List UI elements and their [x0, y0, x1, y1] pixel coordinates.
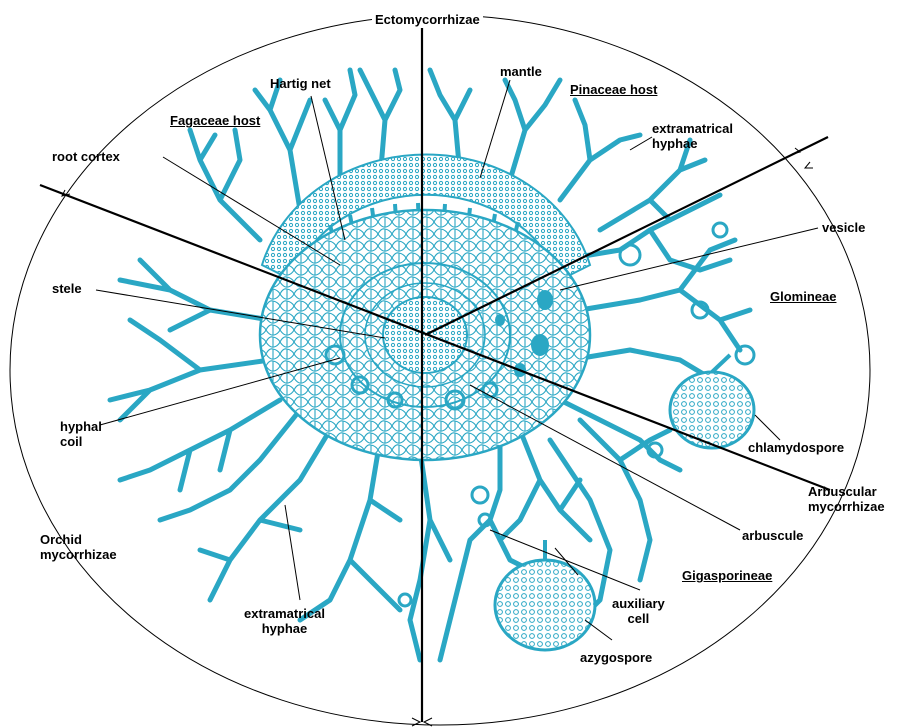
- label-stele: stele: [52, 281, 82, 296]
- label-azygospore: azygospore: [580, 650, 652, 665]
- label-extramatrical-hyphae-bottom: extramatrical hyphae: [244, 606, 325, 636]
- label-orchid-mycorrhizae: Orchid mycorrhizae: [40, 532, 117, 562]
- label-arbuscule: arbuscule: [742, 528, 803, 543]
- label-hyphal-coil: hyphal coil: [60, 419, 102, 449]
- label-root-cortex: root cortex: [52, 149, 120, 164]
- label-gigasporineae: Gigasporineae: [682, 568, 772, 583]
- azygospore: [495, 560, 595, 650]
- label-vesicle: vesicle: [822, 220, 865, 235]
- label-auxiliary-cell: auxiliary cell: [612, 596, 665, 626]
- label-hartig-net: Hartig net: [270, 76, 331, 91]
- label-glomineae: Glomineae: [770, 289, 836, 304]
- label-extramatrical-hyphae-top: extramatrical hyphae: [652, 121, 733, 151]
- label-arbuscular-mycorrhizae: Arbuscular mycorrhizae: [808, 484, 885, 514]
- label-mantle: mantle: [500, 64, 542, 79]
- label-fagaceae-host: Fagaceae host: [170, 113, 260, 128]
- chlamydospore: [670, 372, 754, 448]
- label-ectomycorrhizae: Ectomycorrhizae: [372, 12, 483, 27]
- label-chlamydospore: chlamydospore: [748, 440, 844, 455]
- label-pinaceae-host: Pinaceae host: [570, 82, 657, 97]
